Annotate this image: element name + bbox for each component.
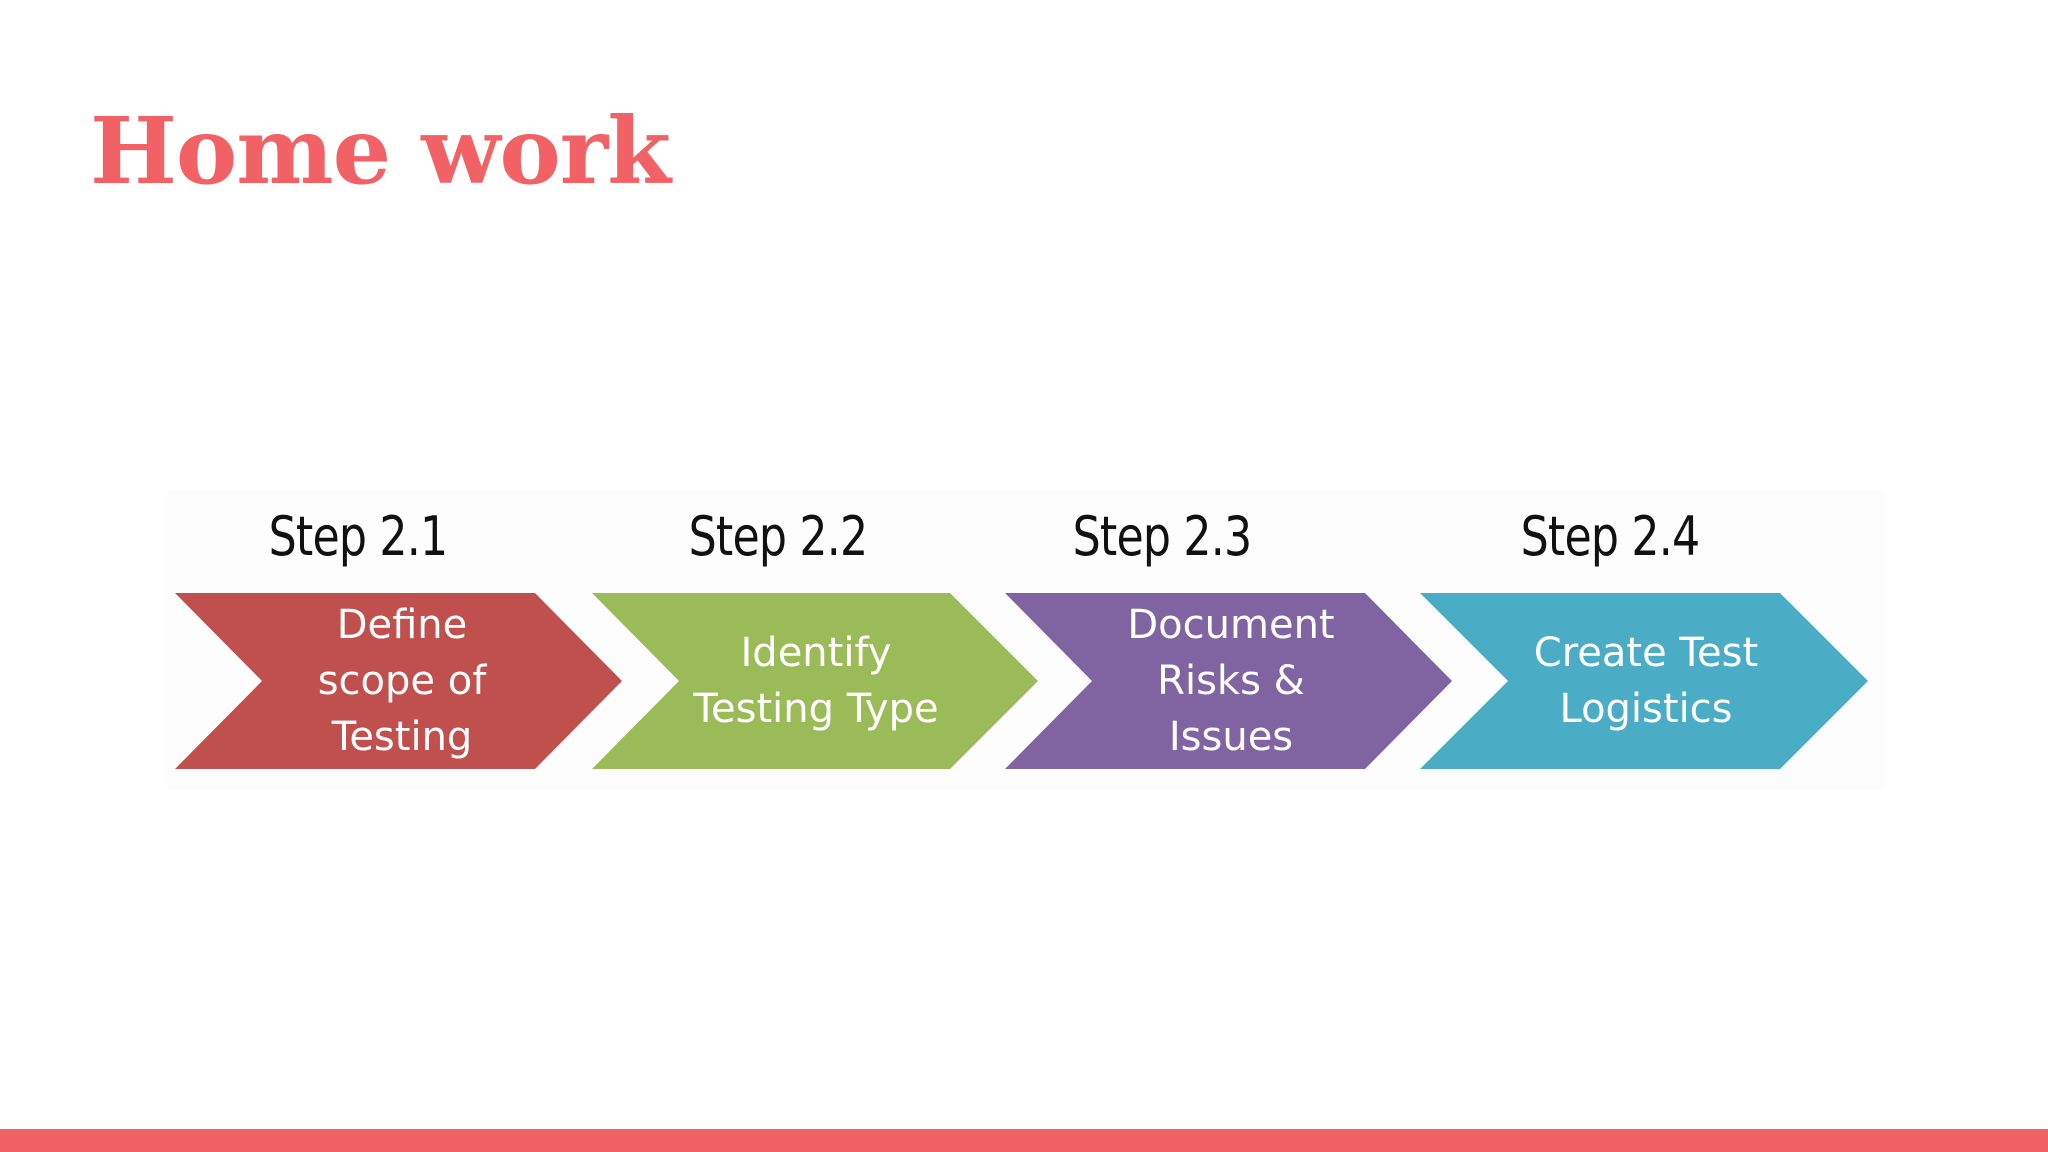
chevron-step-4 (1420, 593, 1868, 769)
footer-accent-bar (0, 1129, 2048, 1152)
chevron-2-line-2: Testing Type (693, 686, 939, 732)
step-label-4: Step 2.4 (1520, 505, 1701, 568)
step-label-2: Step 2.2 (688, 505, 869, 568)
chevron-2-line-1: Identify (740, 630, 892, 676)
chevron-3-line-2: Risks & (1157, 658, 1305, 704)
chevron-1-line-2: scope of (317, 658, 487, 704)
chevron-text-4: Create Test Logistics (1486, 593, 1806, 769)
chevron-step-1 (175, 593, 622, 769)
chevron-1-line-3: Testing (331, 714, 473, 760)
step-label-1: Step 2.1 (268, 505, 449, 568)
step-label-3: Step 2.3 (1072, 505, 1253, 568)
chevron-4-line-2: Logistics (1559, 686, 1733, 732)
chevron-3-line-1: Document (1127, 602, 1335, 648)
chevron-step-2 (592, 593, 1038, 769)
chevron-4-line-1: Create Test (1533, 630, 1759, 676)
chevron-text-2: Identify Testing Type (656, 593, 976, 769)
chevron-3-line-3: Issues (1168, 714, 1294, 760)
chevron-step-3 (1005, 593, 1452, 769)
chevron-text-1: Define scope of Testing (242, 593, 562, 769)
slide-title: Home work (90, 97, 671, 205)
chevron-1-line-1: Define (336, 602, 468, 648)
chevron-text-3: Document Risks & Issues (1071, 593, 1391, 769)
